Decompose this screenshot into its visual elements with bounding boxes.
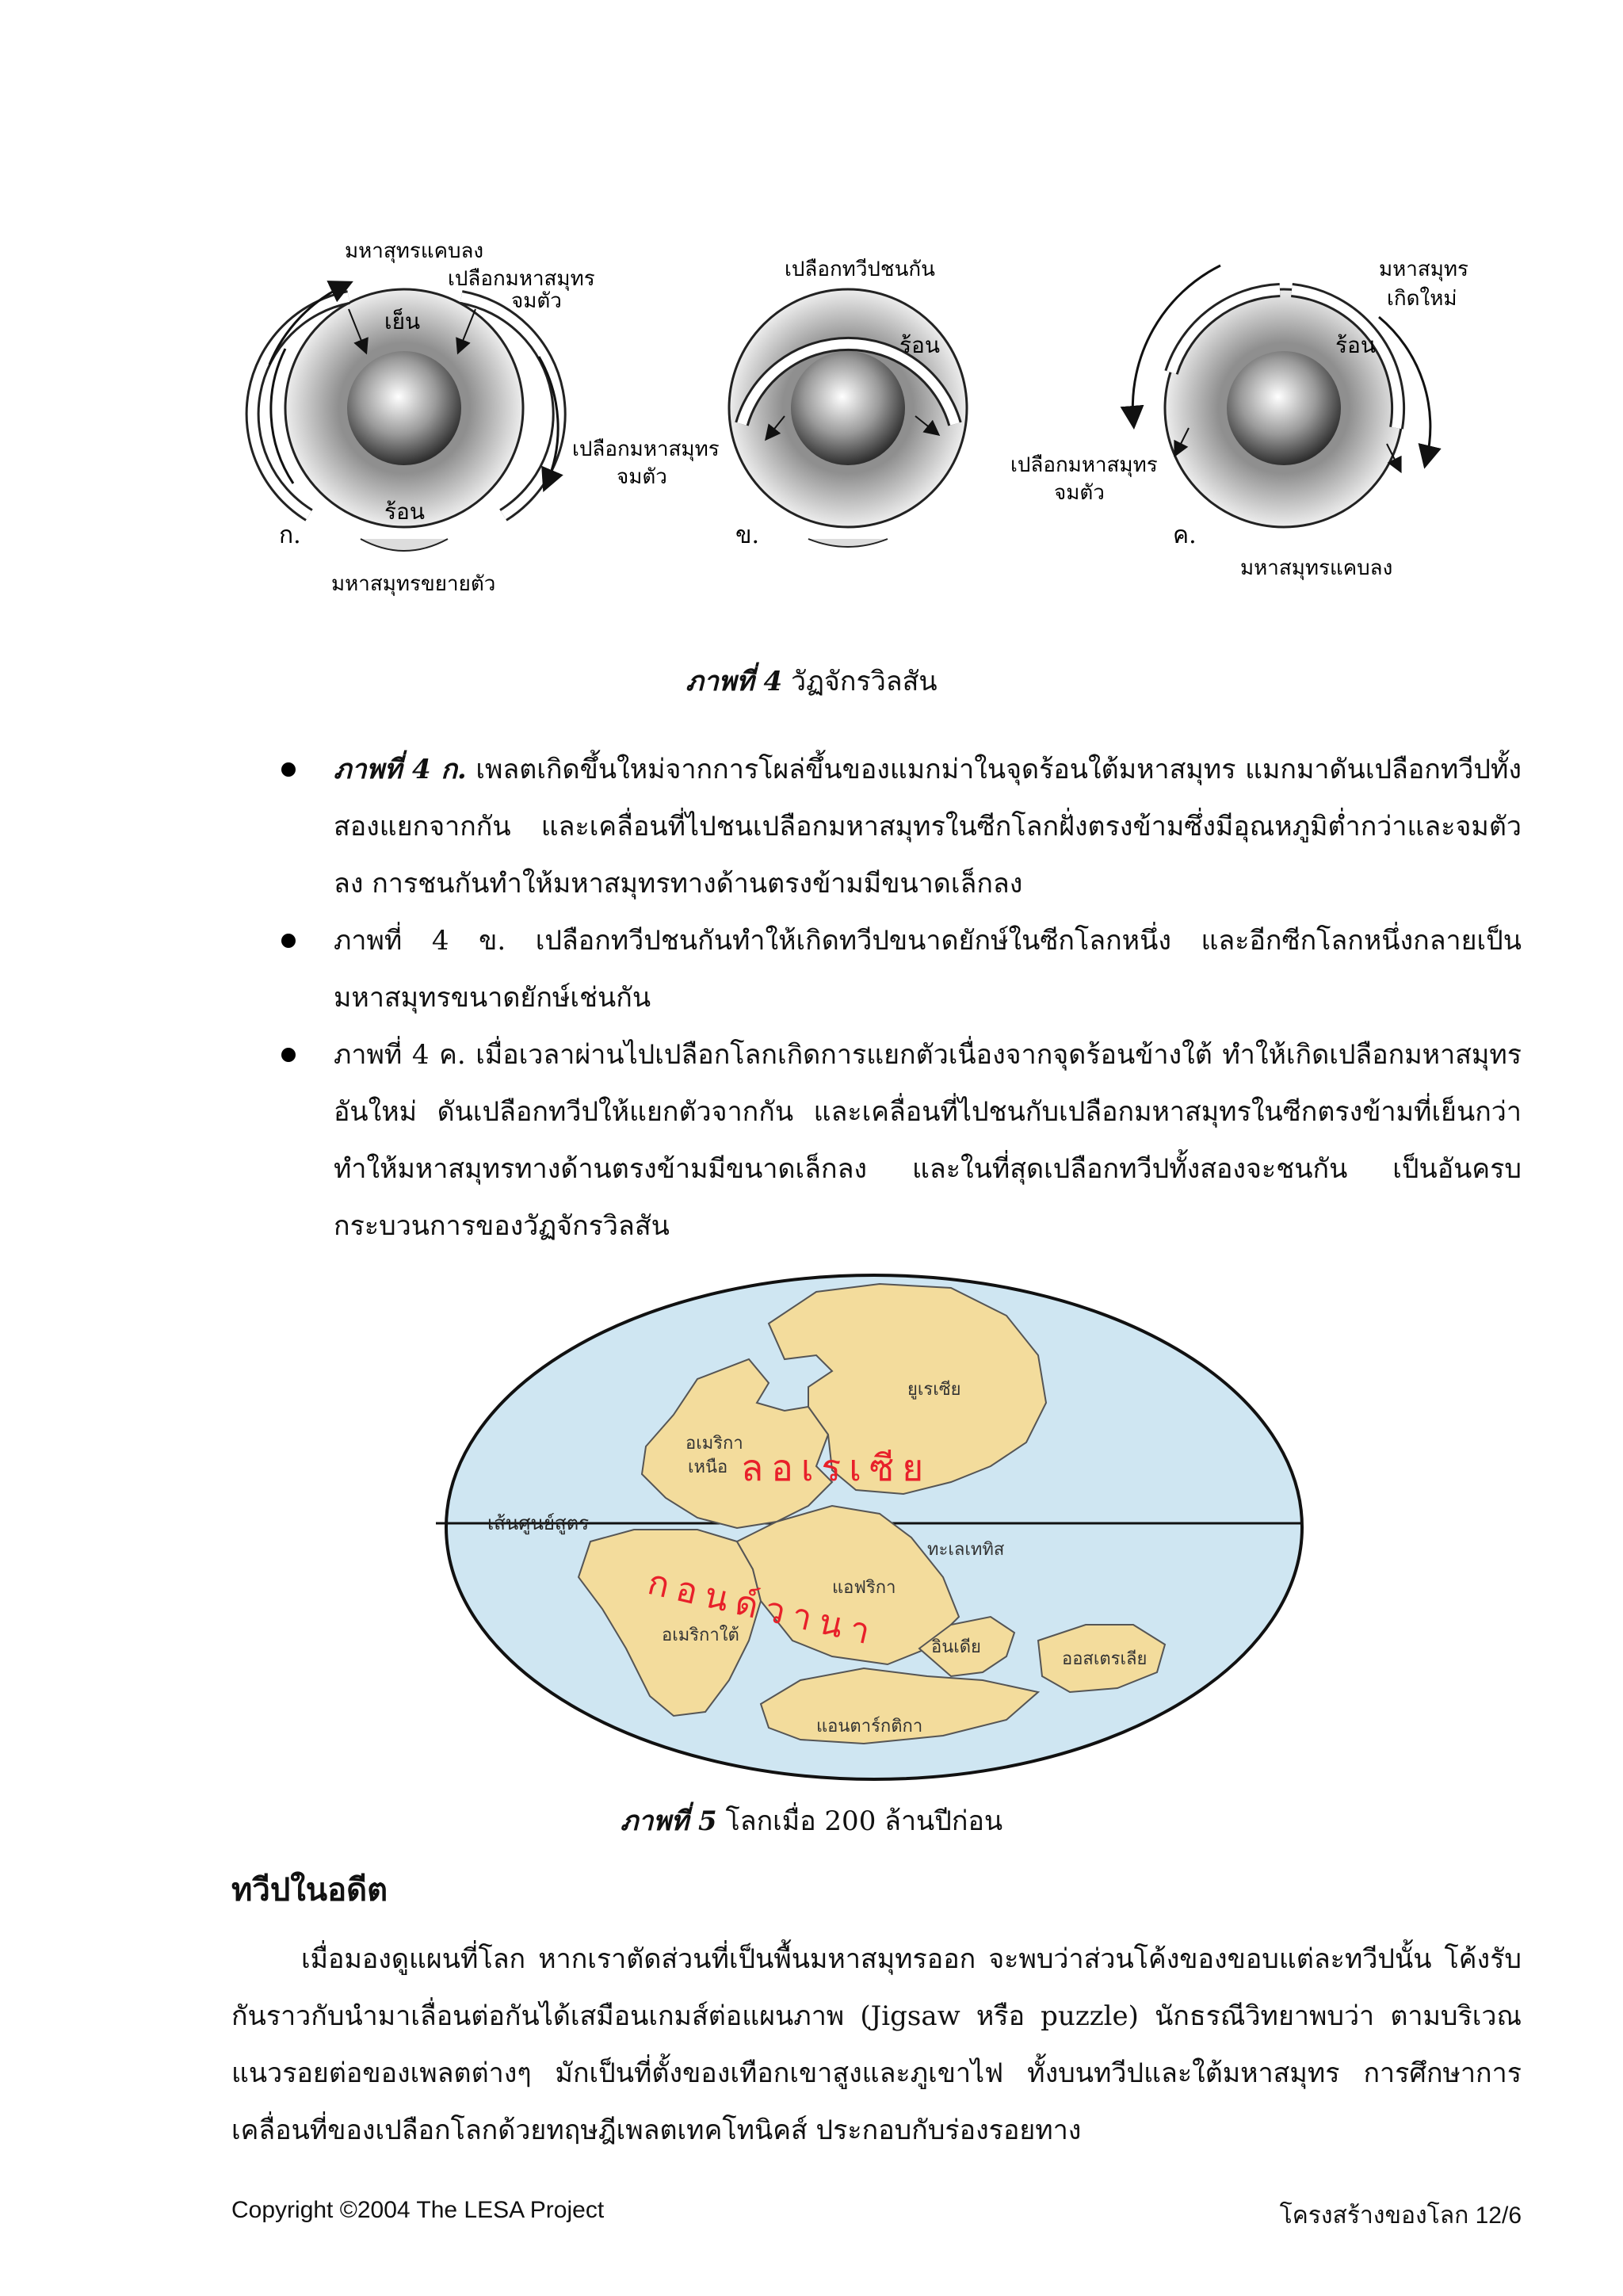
- label-india: อินเดีย: [931, 1637, 981, 1657]
- panel-a-label-bottom: มหาสมุทรขยายตัว: [331, 572, 495, 596]
- panel-a: มหาสุทรแคบลง เปลือกมหาสมุทร จมตัว เย็น ร…: [245, 239, 595, 596]
- panel-c-label-top2: เกิดใหม่: [1387, 287, 1457, 311]
- panel-b: เปลือกทวีปชนกัน ร้อน เปลือกมหาสมุทร จมตั…: [572, 258, 968, 549]
- label-tethys: ทะเลเททิส: [927, 1540, 1005, 1560]
- land-antarctica: [759, 1667, 1041, 1745]
- panel-a-label-cold: เย็น: [384, 308, 420, 334]
- label-africa: แอฟริกา: [832, 1578, 896, 1598]
- panel-a-label-top3: จมตัว: [511, 289, 562, 313]
- label-south-america: อเมริกาใต้: [662, 1625, 739, 1645]
- panel-c-label-left2: จมตัว: [1054, 481, 1105, 505]
- label-australia: ออสเตรเลีย: [1062, 1649, 1147, 1669]
- label-equator: เส้นศูนย์สูตร: [487, 1512, 589, 1535]
- land-australia: [1037, 1624, 1167, 1694]
- bullet-icon: [281, 762, 296, 777]
- footer-copyright: Copyright ©2004 The LESA Project: [231, 2197, 605, 2223]
- panel-b-label-left2: จมตัว: [617, 465, 667, 489]
- bullet-text: เพลตเกิดขึ้นใหม่จากการโผล่ขึ้นของแมกม่าใ…: [334, 754, 1522, 900]
- land-eurasia: [767, 1282, 1048, 1496]
- panel-b-label-hot: ร้อน: [899, 332, 940, 358]
- footer-page: โครงสร้างของโลก 12/6: [1279, 2202, 1522, 2229]
- panel-b-letter: ข.: [735, 521, 759, 549]
- figure-5-caption-text: โลกเมื่อ 200 ล้านปีก่อน: [725, 1805, 1003, 1837]
- figure-4-caption: ภาพที่ 4 วัฏจักรวิลสัน: [0, 659, 1623, 702]
- land-india: [918, 1615, 1016, 1678]
- list-item: ภาพที่ 4 ก. เพลตเกิดขึ้นใหม่จากการโผล่ขึ…: [281, 741, 1522, 912]
- figure-4-caption-label: ภาพที่ 4: [685, 666, 783, 697]
- figure-4-caption-text: วัฏจักรวิลสัน: [791, 666, 938, 697]
- figure-5-caption: ภาพที่ 5 โลกเมื่อ 200 ล้านปีก่อน: [0, 1799, 1623, 1842]
- panel-a-letter: ก.: [279, 521, 301, 549]
- panel-a-label-hot: ร้อน: [384, 499, 425, 525]
- figure-4-diagram: มหาสุทรแคบลง เปลือกมหาสมุทร จมตัว เย็น ร…: [245, 239, 1468, 596]
- panel-c-label-bottom: มหาสมุทรแคบลง: [1240, 556, 1392, 580]
- bullet-list: ภาพที่ 4 ก. เพลตเกิดขึ้นใหม่จากการโผล่ขึ…: [281, 741, 1522, 1255]
- land-north-america: [640, 1358, 834, 1530]
- label-north-america-1: อเมริกา: [685, 1434, 743, 1454]
- bullet-icon: [281, 934, 296, 948]
- label-eurasia: ยูเรเซีย: [907, 1380, 961, 1400]
- list-item: ภาพที่ 4 ค. เมื่อเวลาผ่านไปเปลือกโลกเกิด…: [281, 1026, 1522, 1255]
- section-heading: ทวีปในอดีต: [231, 1872, 388, 1908]
- label-north-america-2: เหนือ: [688, 1457, 727, 1477]
- panel-c-label-top1: มหาสมุทร: [1379, 258, 1468, 281]
- panel-c-label-hot: ร้อน: [1335, 332, 1376, 358]
- list-item: ภาพที่ 4 ข. เปลือกทวีปชนกันทำให้เกิดทวีป…: [281, 912, 1522, 1026]
- panel-b-label-left1: เปลือกมหาสมุทร: [572, 437, 720, 461]
- figure-5-map: เส้นศูนย์สูตร อเมริกา เหนือ ยูเรเซีย ลอเ…: [436, 1274, 1304, 1781]
- panel-c: มหาสมุทร เกิดใหม่ ร้อน เปลือกมหาสมุทร จม…: [1010, 258, 1468, 580]
- land-south-america: [577, 1529, 762, 1717]
- bullet-lead: ภาพที่ 4 ก.: [334, 754, 467, 785]
- panel-a-label-top2: เปลือกมหาสมุทร: [448, 267, 595, 291]
- panel-b-label-top: เปลือกทวีปชนกัน: [785, 258, 935, 281]
- label-antarctica: แอนตาร์กติกา: [816, 1717, 922, 1736]
- bullet-icon: [281, 1048, 296, 1062]
- body-paragraph: เมื่อมองดูแผนที่โลก หากเราตัดส่วนที่เป็น…: [231, 1943, 1522, 2146]
- figure-5-caption-label: ภาพที่ 5: [620, 1805, 717, 1837]
- bullet-text: ภาพที่ 4 ค. เมื่อเวลาผ่านไปเปลือกโลกเกิด…: [334, 1039, 1522, 1242]
- panel-c-label-left1: เปลือกมหาสมุทร: [1010, 453, 1158, 477]
- panel-c-letter: ค.: [1173, 521, 1197, 549]
- panel-a-label-top1: มหาสุทรแคบลง: [345, 239, 483, 263]
- label-laurasia: ลอเรเซีย: [741, 1446, 931, 1489]
- bullet-text: ภาพที่ 4 ข. เปลือกทวีปชนกันทำให้เกิดทวีป…: [334, 925, 1522, 1014]
